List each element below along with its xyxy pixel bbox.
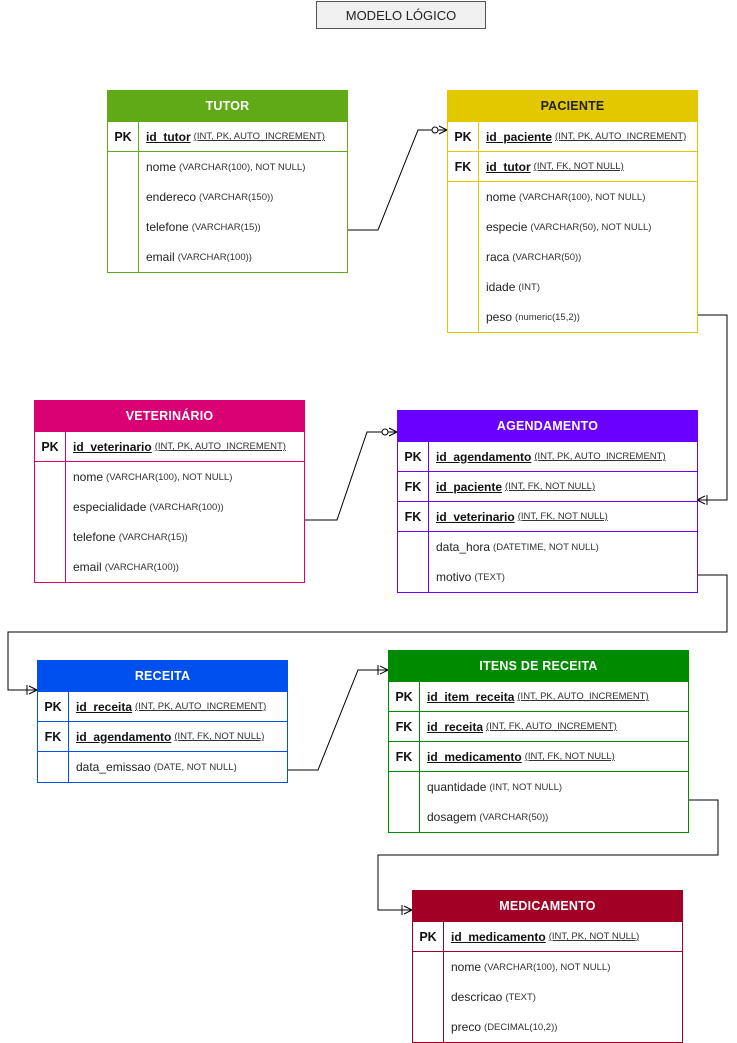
key-row: FK id_tutor(INT, FK, NOT NULL) (448, 151, 697, 181)
key-field: id_paciente (436, 479, 503, 494)
key-field: id_item_receita (427, 689, 515, 704)
diagram-title: MODELO LÓGICO (316, 1, 486, 29)
key-tag: PK (38, 692, 69, 721)
key-type: (INT, FK, NOT NULL) (533, 161, 624, 172)
key-tag: PK (35, 432, 66, 461)
attribute-row: nome(VARCHAR(100), NOT NULL) (486, 190, 646, 204)
attribute-row: telefone(VARCHAR(15)) (146, 220, 261, 234)
key-tag: FK (398, 502, 429, 531)
key-tag: PK (398, 442, 429, 471)
key-row: PK id_tutor(INT, PK, AUTO_INCREMENT) (108, 121, 347, 151)
key-type: (INT, PK, AUTO_INCREMENT) (517, 691, 649, 702)
rel-agendamento-receita (7, 574, 728, 691)
attribute-row: email(VARCHAR(100)) (73, 560, 179, 574)
entity-receita[interactable]: RECEITA PK id_receita(INT, PK, AUTO_INCR… (37, 660, 288, 783)
key-row: FK id_paciente(INT, FK, NOT NULL) (398, 471, 697, 501)
entity-veterinario[interactable]: VETERINÁRIO PK id_veterinario(INT, PK, A… (34, 400, 305, 583)
key-row: PK id_item_receita(INT, PK, AUTO_INCREME… (389, 681, 688, 711)
key-row: PK id_receita(INT, PK, AUTO_INCREMENT) (38, 691, 287, 721)
key-type: (INT, PK, AUTO_INCREMENT) (154, 441, 286, 452)
attribute-row: quantidade(INT, NOT NULL) (427, 780, 563, 794)
entity-header: RECEITA (38, 661, 287, 691)
rel-paciente-agendamento (697, 314, 728, 501)
attribute-row: peso(numeric(15,2)) (486, 310, 580, 324)
attribute-row: telefone(VARCHAR(15)) (73, 530, 188, 544)
key-field: id_medicamento (427, 749, 522, 764)
attribute-row: especie(VARCHAR(50), NOT NULL) (486, 220, 652, 234)
key-type: (INT, PK, AUTO_INCREMENT) (135, 701, 267, 712)
key-tag: FK (448, 152, 479, 181)
key-row: FK id_receita(INT, FK, AUTO_INCREMENT) (389, 711, 688, 741)
key-tag: FK (389, 712, 420, 741)
rel-tutor-paciente (347, 129, 447, 231)
attribute-row: nome(VARCHAR(100), NOT NULL) (451, 960, 611, 974)
attribute-row: nome(VARCHAR(100), NOT NULL) (73, 470, 233, 484)
entity-header: TUTOR (108, 91, 347, 121)
attribute-row: data_emissao(DATE, NOT NULL) (76, 760, 237, 774)
entity-agendamento[interactable]: AGENDAMENTO PK id_agendamento(INT, PK, A… (397, 410, 698, 593)
key-type: (INT, PK, AUTO_INCREMENT) (555, 131, 687, 142)
attribute-row: nome(VARCHAR(100), NOT NULL) (146, 160, 306, 174)
entity-header: PACIENTE (448, 91, 697, 121)
attribute-row: data_hora(DATETIME, NOT NULL) (436, 540, 599, 554)
crow-foot-paciente (438, 125, 448, 131)
key-type: (INT, PK, AUTO_INCREMENT) (534, 451, 666, 462)
key-row: PK id_paciente(INT, PK, AUTO_INCREMENT) (448, 121, 697, 151)
key-type: (INT, FK, NOT NULL) (524, 751, 615, 762)
key-tag: PK (413, 922, 444, 951)
attribute-row: endereco(VARCHAR(150)) (146, 190, 274, 204)
key-type: (INT, FK, NOT NULL) (517, 511, 608, 522)
key-field: id_tutor (146, 129, 191, 144)
attribute-row: dosagem(VARCHAR(50)) (427, 810, 549, 824)
key-type: (INT, FK, NOT NULL) (505, 481, 596, 492)
rel-receita-itens (288, 669, 388, 771)
key-tag: PK (389, 682, 420, 711)
rel-itens-medicamento (377, 799, 719, 911)
rel-veterinario-agendamento (305, 431, 397, 521)
key-row: FK id_agendamento(INT, FK, NOT NULL) (38, 721, 287, 751)
key-type: (INT, PK, NOT NULL) (548, 931, 640, 942)
key-field: id_medicamento (451, 929, 546, 944)
key-field: id_receita (427, 719, 484, 734)
attribute-row: raca(VARCHAR(50)) (486, 250, 582, 264)
key-row: FK id_medicamento(INT, FK, NOT NULL) (389, 741, 688, 771)
attribute-row: descricao(TEXT) (451, 990, 536, 1004)
key-tag: FK (38, 722, 69, 751)
key-row: PK id_veterinario(INT, PK, AUTO_INCREMEN… (35, 431, 304, 461)
entity-paciente[interactable]: PACIENTE PK id_paciente(INT, PK, AUTO_IN… (447, 90, 698, 333)
key-row: FK id_veterinario(INT, FK, NOT NULL) (398, 501, 697, 531)
key-field: id_veterinario (73, 439, 152, 454)
entity-header: MEDICAMENTO (413, 891, 682, 921)
key-field: id_tutor (486, 159, 531, 174)
key-field: id_paciente (486, 129, 553, 144)
entity-itens-receita[interactable]: ITENS DE RECEITA PK id_item_receita(INT,… (388, 650, 689, 833)
key-field: id_agendamento (76, 729, 172, 744)
attribute-row: motivo(TEXT) (436, 570, 505, 584)
key-row: PK id_medicamento(INT, PK, NOT NULL) (413, 921, 682, 951)
key-type: (INT, FK, NOT NULL) (174, 731, 265, 742)
entity-medicamento[interactable]: MEDICAMENTO PK id_medicamento(INT, PK, N… (412, 890, 683, 1043)
entity-header: VETERINÁRIO (35, 401, 304, 431)
entity-header: AGENDAMENTO (398, 411, 697, 441)
attribute-row: preco(DECIMAL(10,2)) (451, 1020, 558, 1034)
attribute-row: especialidade(VARCHAR(100)) (73, 500, 224, 514)
entity-tutor[interactable]: TUTOR PK id_tutor(INT, PK, AUTO_INCREMEN… (107, 90, 348, 273)
key-field: id_veterinario (436, 509, 515, 524)
key-tag: FK (389, 742, 420, 771)
key-type: (INT, FK, AUTO_INCREMENT) (486, 721, 617, 732)
attribute-row: email(VARCHAR(100)) (146, 250, 252, 264)
key-row: PK id_agendamento(INT, PK, AUTO_INCREMEN… (398, 441, 697, 471)
key-field: id_agendamento (436, 449, 532, 464)
key-tag: PK (448, 122, 479, 151)
entity-header: ITENS DE RECEITA (389, 651, 688, 681)
key-tag: PK (108, 122, 139, 151)
key-field: id_receita (76, 699, 133, 714)
attribute-row: idade(INT) (486, 280, 541, 294)
key-tag: FK (398, 472, 429, 501)
key-type: (INT, PK, AUTO_INCREMENT) (193, 131, 325, 142)
